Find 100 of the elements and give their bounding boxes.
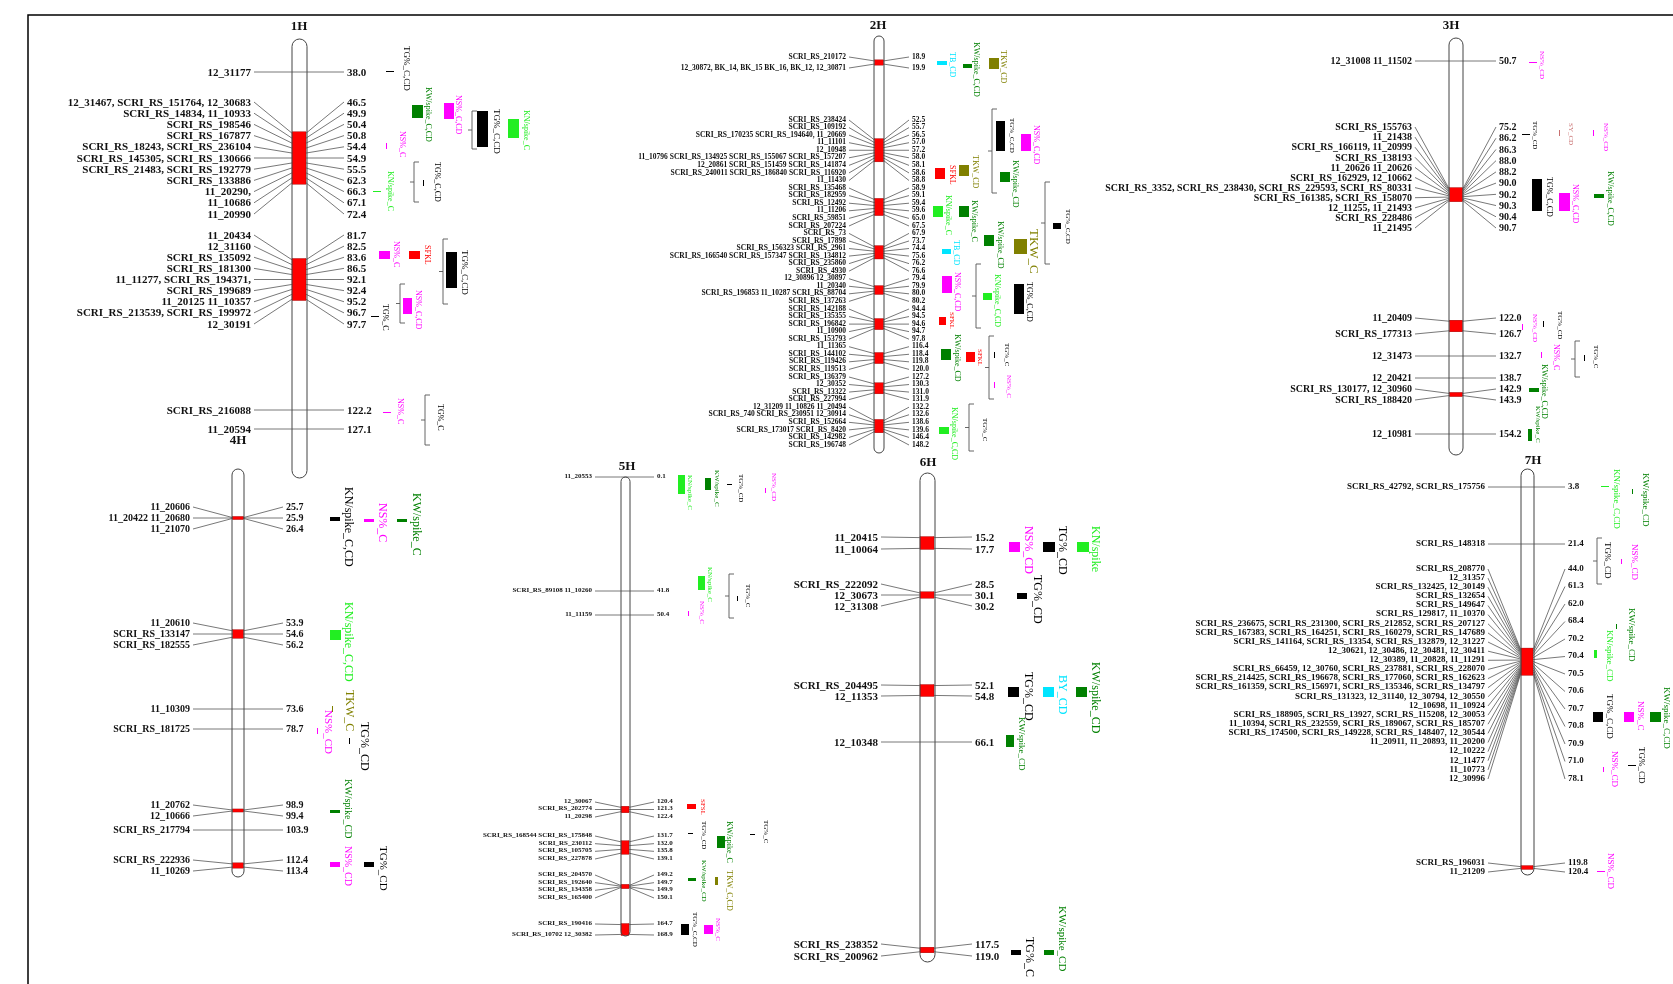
chromosome-title: 3H <box>1441 16 1461 34</box>
marker-position: 67.1 <box>347 196 367 209</box>
qtl-label: KW/spike_C,CD <box>972 42 980 97</box>
qtl-label: TG%_CD <box>378 846 389 891</box>
marker-name: SCRI_RS_200962 <box>793 949 878 962</box>
marker-position: 15.2 <box>975 530 995 543</box>
marker-position: 98.9 <box>286 799 304 811</box>
marker-name: SCRI_RS_155763 <box>1335 121 1412 133</box>
marker-name: 11_20594 <box>207 422 251 435</box>
marker-position: 70.8 <box>1568 721 1584 732</box>
chromosome-title: 5H <box>617 457 637 475</box>
marker-name: SCRI_RS_130177, 12_30960 <box>1290 383 1412 395</box>
qtl-label: KW/spike_C,CD <box>1540 364 1548 419</box>
marker-position: 154.2 <box>1499 428 1522 440</box>
qtl-label: KN/spike_C <box>944 195 952 235</box>
marker-name: 12_10348 <box>834 735 878 748</box>
marker-position: 138.7 <box>1499 372 1522 384</box>
marker-name: SCRI_RS_204495 <box>793 678 878 691</box>
marker-name: 12_30996 <box>1449 773 1485 784</box>
marker-position: 30.1 <box>975 588 995 601</box>
marker-name: 11_20762 <box>150 799 190 811</box>
qtl-label: KN/spike_C,CD <box>343 602 355 682</box>
marker-position: 143.9 <box>1499 394 1522 406</box>
marker-position: 54.6 <box>286 628 304 640</box>
marker-position: 86.2 <box>1499 132 1517 144</box>
qtl-label: TG%_C,CD <box>492 109 501 154</box>
marker-name: SCRI_RS_228486 <box>1335 212 1412 224</box>
chromosome-title: 4H <box>229 432 247 449</box>
marker-name: 12_11477 <box>1449 755 1485 766</box>
marker-position: 112.4 <box>286 854 308 866</box>
qtl-label: KW/spike_CD <box>343 779 353 839</box>
qtl-label: NS%_CD <box>343 846 353 886</box>
marker-name: 11_20911, 11_20893, 11_20200 <box>1370 737 1485 747</box>
qtl-label: KN/spike_C,CD <box>343 487 355 567</box>
marker-position: 70.6 <box>1568 686 1584 697</box>
marker-position: 17.7 <box>975 542 995 555</box>
qtl-label: TG%_CD <box>1603 542 1612 579</box>
marker-name: 12_10222 <box>1449 746 1485 757</box>
marker-name: SCRI_RS_135092 <box>166 250 251 263</box>
marker-name: 11_10309 <box>150 703 190 715</box>
marker-name: 12_20421 <box>1372 372 1412 384</box>
marker-position: 55.5 <box>347 162 367 175</box>
marker-name: SCRI_RS_166119, 11_20999 <box>1291 141 1412 153</box>
qtl-label: TG%_C,CD <box>460 250 469 295</box>
marker-position: 127.1 <box>347 422 372 435</box>
marker-position: 50.4 <box>347 118 367 131</box>
marker-position: 54.4 <box>347 140 367 153</box>
marker-position: 88.2 <box>1499 166 1517 178</box>
qtl-label: TB_CD <box>948 52 956 78</box>
marker-name: 12_30673 <box>834 588 878 601</box>
qtl-label: NS%_C <box>398 131 406 158</box>
marker-position: 90.4 <box>1499 210 1517 222</box>
marker-name: 11_20415 <box>834 530 878 543</box>
marker-name: 11_20125 11_10357 <box>161 295 251 308</box>
marker-name: SCRI_RS_182555 <box>113 639 190 651</box>
marker-name: SCRI_RS_208770 <box>1416 563 1485 574</box>
qtl-label: TKW_C <box>344 690 356 732</box>
marker-name: 12_31308 <box>834 599 878 612</box>
marker-name: 12_31473 <box>1372 350 1412 362</box>
marker-position: 70.9 <box>1568 738 1584 749</box>
qtl-label: NS%_C <box>396 398 404 425</box>
marker-position: 142.9 <box>1499 383 1522 395</box>
marker-name: SCRI_RS_181725 <box>113 723 190 735</box>
marker-name: SCRI_RS_217794 <box>113 824 190 836</box>
qtl-label: KN/spike_C <box>386 171 394 211</box>
qtl-label: KW/spike_CD <box>1090 662 1102 734</box>
marker-name: 11_20409 <box>1372 312 1412 324</box>
qtl-label: NS%_C <box>392 241 400 268</box>
marker-name: SCRI_RS_66459, 12_30760, SCRI_RS_237881, SCRI_RS_228070 <box>1232 664 1485 674</box>
marker-name: 11_21209 <box>1449 866 1485 877</box>
qtl-label: KW/spike_C <box>411 493 423 556</box>
qtl-label: KN/spike_C,CD <box>1612 469 1621 529</box>
marker-name: 12_30621, 12_30486, 12_30481, 12_30411 <box>1328 645 1485 656</box>
marker-position: 54.9 <box>347 151 367 164</box>
qtl-label: NS%_C,CD <box>414 290 422 330</box>
marker-position: 117.5 <box>975 937 1000 950</box>
marker-name: 12_31177 <box>207 65 251 78</box>
marker-name: 11_20290, <box>204 185 251 198</box>
marker-name: SCRI_RS_132654 <box>1416 591 1485 601</box>
marker-position: 81.7 <box>347 228 367 241</box>
qtl-label: KW/spike_CD <box>1641 473 1650 527</box>
marker-name: 11_20610 <box>150 617 190 629</box>
marker-position: 82.5 <box>347 239 367 252</box>
marker-name: 11_11277, SCRI_RS_194371, <box>115 273 251 286</box>
marker-name: SCRI_RS_196031 <box>1416 857 1485 868</box>
qtl-label: NS%_C,CD <box>1571 184 1579 224</box>
qtl-label: TG%_C,CD <box>1605 694 1614 739</box>
marker-position: 90.3 <box>1499 199 1517 211</box>
marker-position: 75.2 <box>1499 121 1517 133</box>
marker-name: 11_10394, SCRI_RS_232559, SCRI_RS_189067, SCRI_RS_185707 <box>1228 719 1485 729</box>
marker-name: 12_31160 <box>207 239 251 252</box>
marker-position: 86.3 <box>1499 143 1517 155</box>
qtl-label: TG%_C,CD <box>402 46 411 91</box>
qtl-label: KN/spike_CD <box>1605 630 1614 682</box>
qtl-label: TG%_C,CD <box>433 162 441 202</box>
marker-position: 120.4 <box>1568 866 1589 877</box>
marker-name: SCRI_RS_188420 <box>1335 394 1412 406</box>
marker-name: SCRI_RS_222936 <box>113 854 190 866</box>
qtl-label: KW/spike_CD <box>1627 608 1636 662</box>
qtl-label: KN/spike_C,CD <box>993 274 1001 328</box>
